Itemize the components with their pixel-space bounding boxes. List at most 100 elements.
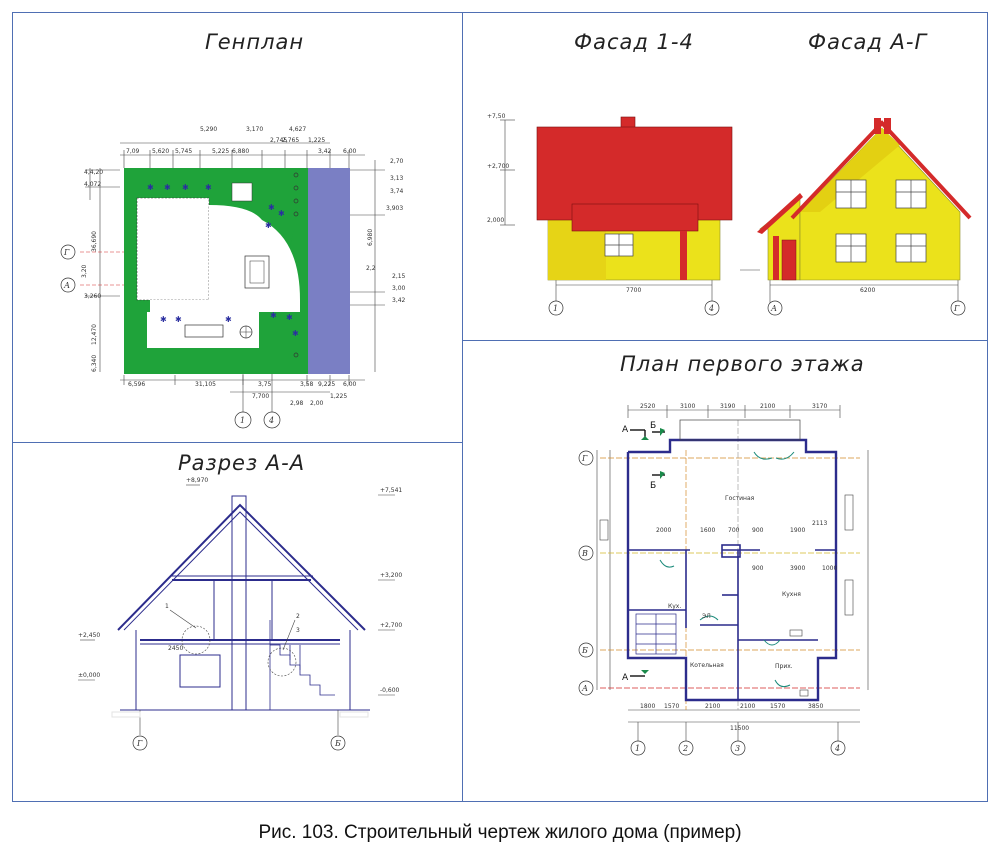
frame-right-horizontal-divider	[462, 340, 988, 341]
frame-vertical-divider	[462, 12, 463, 802]
section-mark-a-bottom: А	[622, 673, 629, 683]
plan-axis-2: 2	[682, 744, 688, 753]
svg-text:4,627: 4,627	[289, 126, 306, 133]
svg-text:36,690: 36,690	[91, 231, 98, 252]
svg-text:6,340: 6,340	[91, 355, 98, 372]
svg-text:+2,450: +2,450	[78, 632, 100, 639]
facade-1-4-axis-4: 4	[708, 304, 714, 313]
svg-text:7,09: 7,09	[126, 148, 140, 155]
svg-text:6,00: 6,00	[343, 148, 357, 155]
plan-axis-3: 3	[735, 744, 740, 753]
section-axis-b: Б	[334, 739, 341, 748]
facade-a-g-width: 6200	[860, 287, 875, 294]
plan-title: План первого этажа	[620, 352, 865, 376]
svg-text:✱: ✱	[225, 315, 232, 324]
svg-text:3: 3	[296, 627, 300, 634]
genplan-axis-a: А	[63, 281, 70, 290]
room-kitchen-small: Кух.	[668, 603, 681, 610]
svg-text:2,98: 2,98	[290, 400, 304, 407]
svg-text:+3,200: +3,200	[380, 572, 402, 579]
svg-text:✱: ✱	[164, 183, 171, 192]
svg-text:✱: ✱	[286, 313, 293, 322]
svg-text:2,745: 2,745	[270, 137, 287, 144]
svg-text:±0,000: ±0,000	[78, 672, 100, 679]
facade-a-g-axis-a: А	[770, 304, 777, 313]
svg-text:2,765: 2,765	[282, 137, 299, 144]
svg-text:1600: 1600	[700, 527, 715, 534]
svg-text:2450: 2450	[168, 645, 183, 652]
svg-text:+2,700: +2,700	[380, 622, 402, 629]
room-hall: Прих.	[775, 663, 793, 670]
facade-a-g-title: Фасад А-Г	[808, 30, 928, 54]
section-mark-b-bottom: Б	[650, 481, 656, 491]
svg-text:12,470: 12,470	[91, 324, 98, 345]
svg-text:2520: 2520	[640, 403, 655, 410]
svg-text:5,225: 5,225	[212, 148, 229, 155]
svg-text:900: 900	[752, 527, 764, 534]
svg-text:2000: 2000	[656, 527, 671, 534]
svg-text:+8,970: +8,970	[186, 477, 208, 484]
svg-text:3,42: 3,42	[392, 297, 406, 304]
room-kitchen: Кухня	[782, 591, 801, 598]
svg-text:31,105: 31,105	[195, 381, 216, 388]
svg-text:+7,50: +7,50	[487, 113, 506, 120]
svg-text:✱: ✱	[205, 183, 212, 192]
svg-text:1570: 1570	[664, 703, 679, 710]
svg-text:5,290: 5,290	[200, 126, 217, 133]
facade-1-4-title: Фасад 1-4	[574, 30, 694, 54]
svg-text:✱: ✱	[268, 203, 275, 212]
plan-axis-b: Б	[581, 646, 588, 655]
svg-text:1000: 1000	[822, 565, 837, 572]
genplan-road	[308, 168, 350, 374]
svg-text:1,225: 1,225	[330, 393, 347, 400]
svg-text:2100: 2100	[705, 703, 720, 710]
svg-text:3,75: 3,75	[258, 381, 272, 388]
section-axis-g: Г	[136, 739, 143, 748]
svg-text:3170: 3170	[812, 403, 827, 410]
section-mark-b-top: Б	[650, 421, 656, 431]
svg-text:3,260: 3,260	[84, 293, 101, 300]
svg-text:2113: 2113	[812, 520, 827, 527]
svg-text:3,42: 3,42	[318, 148, 332, 155]
plan-total-width: 11500	[730, 725, 749, 732]
svg-text:✱: ✱	[147, 183, 154, 192]
svg-text:2,2: 2,2	[366, 265, 376, 272]
plan-axis-v: В	[581, 549, 588, 558]
facade-1-4-width: 7700	[626, 287, 641, 294]
section-title: Разрез А-А	[178, 451, 306, 475]
svg-text:7,700: 7,700	[252, 393, 269, 400]
svg-text:4,4,20: 4,4,20	[84, 169, 103, 176]
svg-text:3100: 3100	[680, 403, 695, 410]
genplan-title: Генплан	[205, 30, 305, 54]
plan-axis-1: 1	[635, 744, 640, 753]
svg-text:5,620: 5,620	[152, 148, 169, 155]
svg-text:2,70: 2,70	[390, 158, 404, 165]
svg-text:3,13: 3,13	[390, 175, 404, 182]
svg-text:✱: ✱	[270, 311, 277, 320]
svg-text:3,58: 3,58	[300, 381, 314, 388]
svg-text:900: 900	[752, 565, 764, 572]
svg-text:-0,600: -0,600	[380, 687, 400, 694]
frame-left-horizontal-divider	[12, 442, 463, 443]
svg-text:+2,700: +2,700	[487, 163, 509, 170]
genplan-axis-g: Г	[63, 248, 70, 257]
svg-text:6,00: 6,00	[343, 381, 357, 388]
svg-text:3850: 3850	[808, 703, 823, 710]
facade-a-g-roof	[790, 120, 972, 220]
figure-caption: Рис. 103. Строительный чертеж жилого дом…	[258, 822, 742, 843]
svg-text:3,74: 3,74	[390, 188, 404, 195]
svg-text:2,000: 2,000	[487, 217, 504, 224]
svg-text:1,225: 1,225	[308, 137, 325, 144]
svg-text:1900: 1900	[790, 527, 805, 534]
svg-text:4,072: 4,072	[84, 181, 101, 188]
svg-text:✱: ✱	[292, 329, 299, 338]
drawing-sheet-frame	[12, 12, 988, 802]
svg-text:2100: 2100	[740, 703, 755, 710]
svg-text:700: 700	[728, 527, 740, 534]
svg-text:5,745: 5,745	[175, 148, 192, 155]
facade-1-4-axis-1: 1	[553, 304, 558, 313]
